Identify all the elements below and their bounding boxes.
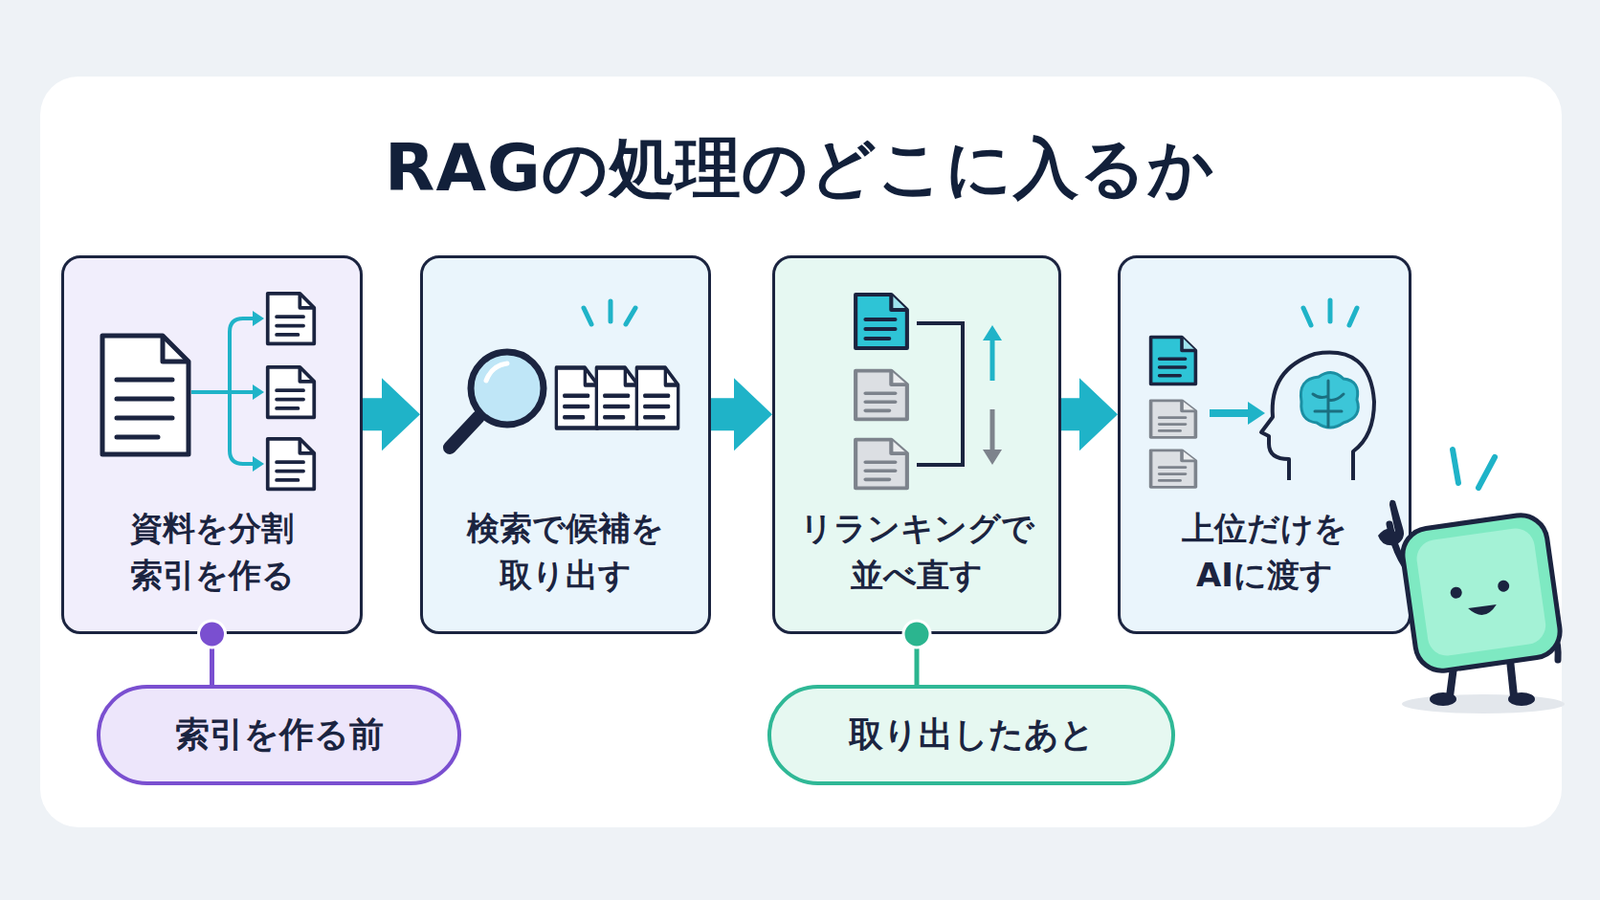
mascot-part — [1449, 660, 1514, 697]
split-icon — [102, 293, 314, 490]
rerank-icon-part — [982, 449, 1002, 466]
search-icon-part — [636, 368, 678, 429]
handoff-icon — [1151, 300, 1375, 488]
rerank-icon-part — [982, 325, 1002, 341]
mascot — [1377, 449, 1565, 714]
step-label: リランキングで 並べ直す — [775, 505, 1059, 600]
handoff-icon-part — [1303, 300, 1357, 326]
rerank-icon-part — [916, 323, 963, 466]
split-icon-part — [116, 379, 173, 438]
leader-dot — [903, 621, 931, 648]
flow-arrow — [711, 377, 773, 451]
split-icon-part — [267, 439, 315, 490]
search-icon-part — [449, 417, 479, 448]
flow-arrow — [1061, 377, 1118, 451]
search-icon-part — [596, 368, 638, 429]
split-icon-part — [267, 293, 315, 345]
split-icon-part — [191, 318, 255, 465]
diagram-title: RAGの処理のどこに入るか — [0, 124, 1600, 213]
search-icon — [449, 301, 679, 448]
handoff-icon-part — [1261, 353, 1375, 481]
callout-pill: 索引を作る前 — [96, 685, 462, 786]
split-icon-part — [162, 335, 189, 362]
handoff-icon-part — [1151, 337, 1197, 385]
mascot-part-part — [1496, 579, 1511, 594]
split-icon-part — [102, 335, 189, 455]
mascot-part — [1508, 692, 1535, 707]
handoff-icon-part — [1300, 372, 1358, 428]
mascot-part-part — [1414, 526, 1549, 659]
mascot-part — [1399, 511, 1563, 675]
mascot-part-part — [1399, 511, 1563, 675]
process-box: 資料を分割 索引を作る — [61, 255, 363, 635]
mascot-part-part — [1449, 586, 1464, 600]
mascot-part — [1401, 694, 1565, 714]
leader-line — [209, 634, 215, 686]
callout-text: 索引を作る前 — [175, 711, 384, 759]
mascot-part-part — [1467, 604, 1498, 618]
handoff-icon-part — [1151, 400, 1197, 439]
process-box: リランキングで 並べ直す — [772, 255, 1062, 635]
handoff-icon-part — [1209, 409, 1250, 418]
mascot-part — [1452, 449, 1495, 489]
leader-dot — [199, 621, 226, 648]
step-label: 検索で候補を 取り出す — [422, 505, 709, 600]
rerank-icon-part — [855, 294, 908, 349]
step-label: 上位だけを AIに渡す — [1120, 505, 1409, 600]
mascot-part — [1429, 692, 1457, 707]
rerank-icon-part — [990, 409, 996, 456]
flow-arrow — [362, 377, 421, 451]
process-box: 検索で候補を 取り出す — [420, 255, 712, 635]
leader-line — [914, 634, 920, 686]
callout-pill: 取り出したあと — [767, 685, 1176, 786]
rerank-icon-part — [855, 440, 908, 489]
rerank-icon — [855, 294, 1002, 489]
split-icon-part — [252, 311, 265, 472]
mascot-part — [1389, 524, 1422, 584]
search-icon-part — [470, 352, 544, 425]
rerank-icon-part — [990, 334, 996, 381]
rerank-icon-part — [855, 371, 908, 421]
handoff-icon-part — [1151, 450, 1197, 489]
process-box: 上位だけを AIに渡す — [1117, 255, 1412, 635]
split-icon-part — [267, 367, 315, 419]
handoff-icon-part — [1312, 380, 1344, 427]
search-icon-part — [555, 368, 598, 429]
step-label: 資料を分割 索引を作る — [64, 505, 360, 600]
callout-text: 取り出したあと — [848, 711, 1095, 759]
mascot-part — [1540, 612, 1558, 661]
mascot-part — [1377, 500, 1404, 547]
search-icon-part — [583, 301, 636, 325]
search-icon-part — [486, 363, 508, 381]
handoff-icon-part — [1247, 401, 1266, 425]
